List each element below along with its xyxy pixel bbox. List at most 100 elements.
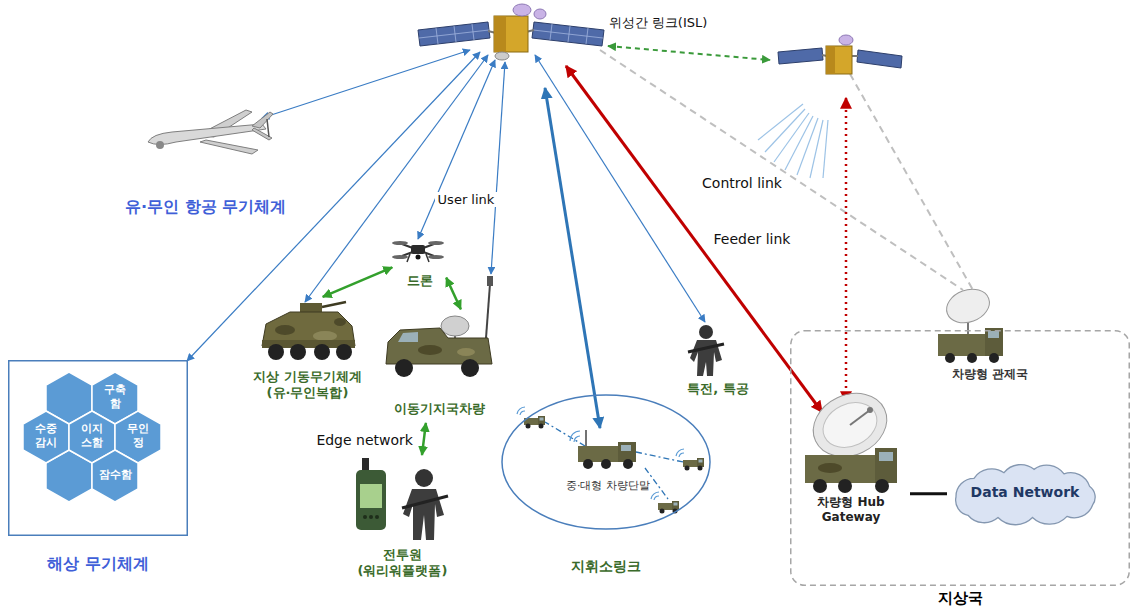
terminal-truck [570,430,636,469]
ship-name: 잠수함 [99,468,132,482]
soldier-silhouette [415,469,433,487]
soldier-silhouette [688,325,724,376]
group-heading: 지휘소링크 [569,558,643,576]
hub-dish-truck [850,410,870,425]
base-station-vehicle [386,328,492,364]
armored-vehicle [314,344,330,360]
control-station-truck [967,353,977,363]
warrior-radio [363,515,367,519]
satellite-links [491,62,505,274]
satellite-beams [758,104,828,178]
group-heading: 지상국 [936,589,985,608]
satellite [495,52,509,60]
ship-name: 무인정 [126,422,150,450]
terminal-truck [578,446,618,462]
satellite-links [305,55,488,302]
hex-outline [92,450,138,502]
control-station-truck [945,353,955,363]
link-arrow [422,423,426,455]
terminal-truck [585,430,587,446]
control-station-truck [985,328,1003,356]
aircraft-weapon: 유·무인 항공 무기체계 [118,100,293,220]
armored-vehicle [262,302,355,360]
uav-aircraft [200,140,258,154]
soldier-silhouette [402,496,448,508]
base-station-vehicle [395,359,413,377]
edge-label-anchor: Edge network [313,430,416,449]
satellite-links [850,74,973,290]
base-station-vehicle [386,276,493,377]
hub-dish-truck [816,394,885,456]
uav-aircraft [148,110,273,154]
node-caption: 드론 [405,273,435,289]
command-link-lines [545,422,585,446]
control-station: 차량형 관제국 [925,334,1055,385]
armored-vehicle [336,344,352,360]
warrior-radio [369,515,373,519]
warrior-radio [356,458,386,530]
satellite-links [262,50,470,118]
soldier-silhouette [403,489,444,540]
vehicle-terminal: 중·대형 차량단말 [556,430,660,496]
armored-vehicle [268,344,284,360]
soldier-silhouette [402,469,448,540]
quad-drone [392,241,444,262]
terminal-truck [623,459,633,469]
ship-hexagon: 수중감시 [23,411,69,463]
link-label: 위성간 링크(ISL) [606,15,711,31]
satellite [778,35,902,74]
control-station-truck [989,353,999,363]
satellite [534,9,546,19]
terminal-truck [621,445,631,451]
link-label: Control link [699,175,785,192]
ship-name: 이지스함 [80,422,104,450]
hub-dish-truck [805,455,877,483]
control-station-truck [942,283,994,328]
node-caption: 전투원 (워리워플랫폼) [352,547,454,580]
satellite [857,50,902,68]
warrior-radio [356,470,386,530]
satellite-beams [765,109,805,152]
uav-aircraft [156,141,164,149]
rect-outline [9,361,188,536]
armored-vehicle [275,325,295,335]
hub-dish-truck [803,382,897,493]
warrior-radio [360,484,382,508]
satellite-links [600,50,963,290]
quad-drone [392,241,408,245]
ellipse-outline [502,395,710,529]
satellite [826,46,852,74]
ship-name: 구축함 [103,383,127,411]
armored-vehicle [313,331,337,341]
mini-trucks [517,407,704,514]
node-caption: Data Network [971,484,1080,502]
satellite [418,22,490,46]
label-anchor: Control link [699,173,785,192]
uav-aircraft [267,119,269,137]
satellite [826,46,835,74]
soldier-silhouette [699,325,713,339]
control-station-truck [988,331,999,338]
satellite [418,4,604,60]
uav-aircraft [252,112,273,128]
hub-dish-truck [813,479,827,493]
base-station-vehicle [418,345,442,355]
satellite-links [845,98,848,402]
satellite-beams [810,120,823,178]
link-label: User link [435,192,498,208]
satellite [778,48,823,64]
armored-vehicle [322,302,346,307]
satellite-links [566,66,822,412]
base-station-vehicle: 이동기지국차량 [378,312,500,420]
label-anchor: User link [435,189,498,208]
satellite-links [187,46,973,428]
ship-name: 수중감시 [34,422,58,450]
cloud-outline [956,465,1096,525]
data-network-cloud: Data Network [950,466,1100,522]
base-station-vehicle [457,348,475,356]
satellite [533,24,603,44]
base-station-vehicle [398,332,418,342]
group-heading: 해상 무기체계 [45,554,151,574]
